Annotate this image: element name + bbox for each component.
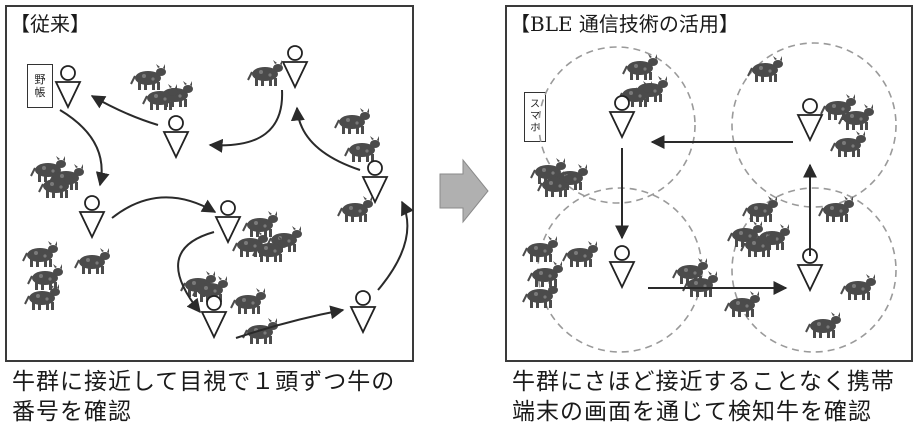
ledger-char-2: 帳 [34,86,46,99]
ledger-char-1: 野 [34,73,46,86]
right-arrow-icon [439,158,489,224]
person-triangle-icon [609,95,823,291]
conventional-title: 【従来】 [10,12,90,36]
conventional-caption-line-2: 番号を確認 [12,399,132,425]
phone-char-3: ホ [530,123,540,134]
movement-arrows [59,89,414,339]
ble-title: 【BLE 通信技術の活用】 [510,12,739,36]
walk-arrows [615,135,817,295]
ble-caption-line-2: 端末の画面を通じて検知牛を確認 [512,399,872,425]
phone-char-2: マ [530,111,540,122]
smartphone-label: ス マ ホ [524,92,546,142]
conventional-caption-line-1: 牛群に接近して目視で１頭ずつ牛の [12,369,396,395]
phone-char-1: ス [530,99,540,110]
ble-detection-range [537,42,897,353]
person-triangle-icon [55,45,388,338]
cattle-icon [522,53,877,339]
cattle-icon [22,59,381,345]
field-notebook-label: 野 帳 [27,64,53,108]
ble-caption-line-1: 牛群にさほど接近することなく携帯 [512,369,895,395]
